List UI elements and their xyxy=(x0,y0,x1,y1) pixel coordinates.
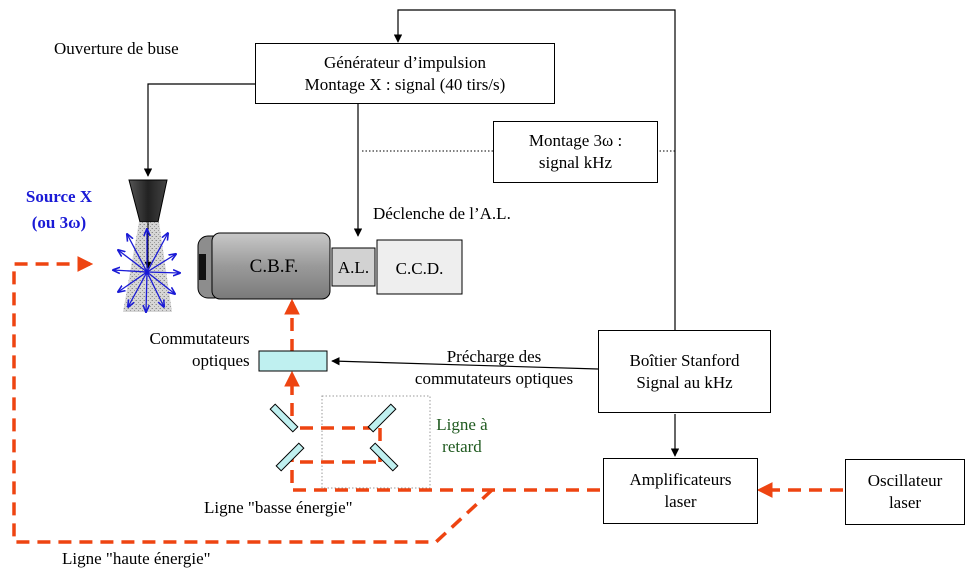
source-x-alt: (ou 3ω) xyxy=(31,213,87,232)
pulse-generator-signal: Montage X : signal (40 tirs/s) xyxy=(304,74,506,94)
pulse-generator-title: Générateur d’impulsion xyxy=(324,52,486,72)
nozzle-icon xyxy=(128,179,168,223)
ccd-block xyxy=(376,239,463,295)
precharge-label: Précharge des commutateurs optiques xyxy=(400,346,588,390)
laser-paths xyxy=(12,256,843,544)
emission-arrow-down-left xyxy=(128,271,148,307)
emission-arrow-up-right xyxy=(146,233,168,273)
optical-switches-subtitle: optiques xyxy=(192,351,250,370)
mirror-top-left xyxy=(269,403,299,433)
al-block xyxy=(331,247,376,287)
delay-line-label: Ligne à retard xyxy=(426,414,498,458)
delay-line-subtitle: retard xyxy=(442,437,482,456)
emission-arrow-left-lower xyxy=(118,271,148,292)
camera-assembly xyxy=(197,232,463,300)
delay-line-mirrors xyxy=(269,403,399,472)
laser-high-energy-line xyxy=(12,256,494,544)
wire-stanford-to-switches xyxy=(331,357,599,370)
source-x-label: Source X (ou 3ω) xyxy=(14,186,104,234)
emission-arrow-right-upper xyxy=(146,254,176,273)
montage-3w-title: Montage 3ω : xyxy=(528,131,623,150)
mirror-bottom-left xyxy=(275,442,305,472)
optical-switches-label: Commutateurs optiques xyxy=(148,328,250,372)
emission-arrow-up-left xyxy=(127,234,148,273)
wire-generator-to-nozzle xyxy=(143,83,255,177)
oscillator-box: Oscillateur laser xyxy=(845,459,965,525)
emission-arrow-right-lower xyxy=(146,271,175,294)
amplifiers-box: Amplificateurs laser xyxy=(603,458,758,524)
delay-line-title: Ligne à xyxy=(436,415,488,434)
wire-stanford-to-generator xyxy=(393,9,676,330)
signal-wiring xyxy=(143,9,680,457)
precharge-subtitle: commutateurs optiques xyxy=(414,369,574,388)
mirror-top-right xyxy=(367,403,397,433)
stanford-box: Boîtier Stanford Signal au kHz xyxy=(598,330,771,413)
stanford-title: Boîtier Stanford xyxy=(629,350,740,370)
al-label: A.L. xyxy=(337,258,370,277)
montage-3w-signal: signal kHz xyxy=(538,153,613,172)
oscillator-title: Oscillateur xyxy=(867,471,943,490)
delay-line-frame xyxy=(321,395,431,489)
ccd-label: C.C.D. xyxy=(395,259,444,278)
nozzle-opening-label: Ouverture de buse xyxy=(54,39,179,58)
optical-switches-title: Commutateurs xyxy=(149,329,250,348)
emission-arrow-down xyxy=(146,271,147,312)
montage-3w-box: Montage 3ω : signal kHz xyxy=(493,121,658,183)
source-x-title: Source X xyxy=(25,187,93,206)
mirror-bottom-right xyxy=(369,442,399,472)
cbf-label: C.B.F. xyxy=(249,256,299,277)
pulse-generator-box: Générateur d’impulsion Montage X : signa… xyxy=(255,43,555,104)
emission-arrow-right xyxy=(146,272,180,273)
low-energy-line-label: Ligne "basse énergie" xyxy=(204,498,353,517)
high-energy-line-label: Ligne "haute énergie" xyxy=(62,549,211,568)
camera-front-slot xyxy=(199,254,206,280)
precharge-title: Précharge des xyxy=(446,347,542,366)
amplifiers-subtitle: laser xyxy=(664,492,697,511)
trigger-al-label: Déclenche de l’A.L. xyxy=(373,204,511,223)
optical-switch-block xyxy=(258,350,328,372)
emission-arrow-down-right xyxy=(146,271,164,307)
cbf-body xyxy=(211,232,331,300)
emission-arrow-left-upper xyxy=(118,250,148,273)
oscillator-subtitle: laser xyxy=(888,493,922,512)
emission-arrows xyxy=(113,229,180,312)
amplifiers-title: Amplificateurs xyxy=(629,470,732,489)
emission-arrow-left xyxy=(113,270,148,272)
stanford-signal: Signal au kHz xyxy=(636,372,733,392)
